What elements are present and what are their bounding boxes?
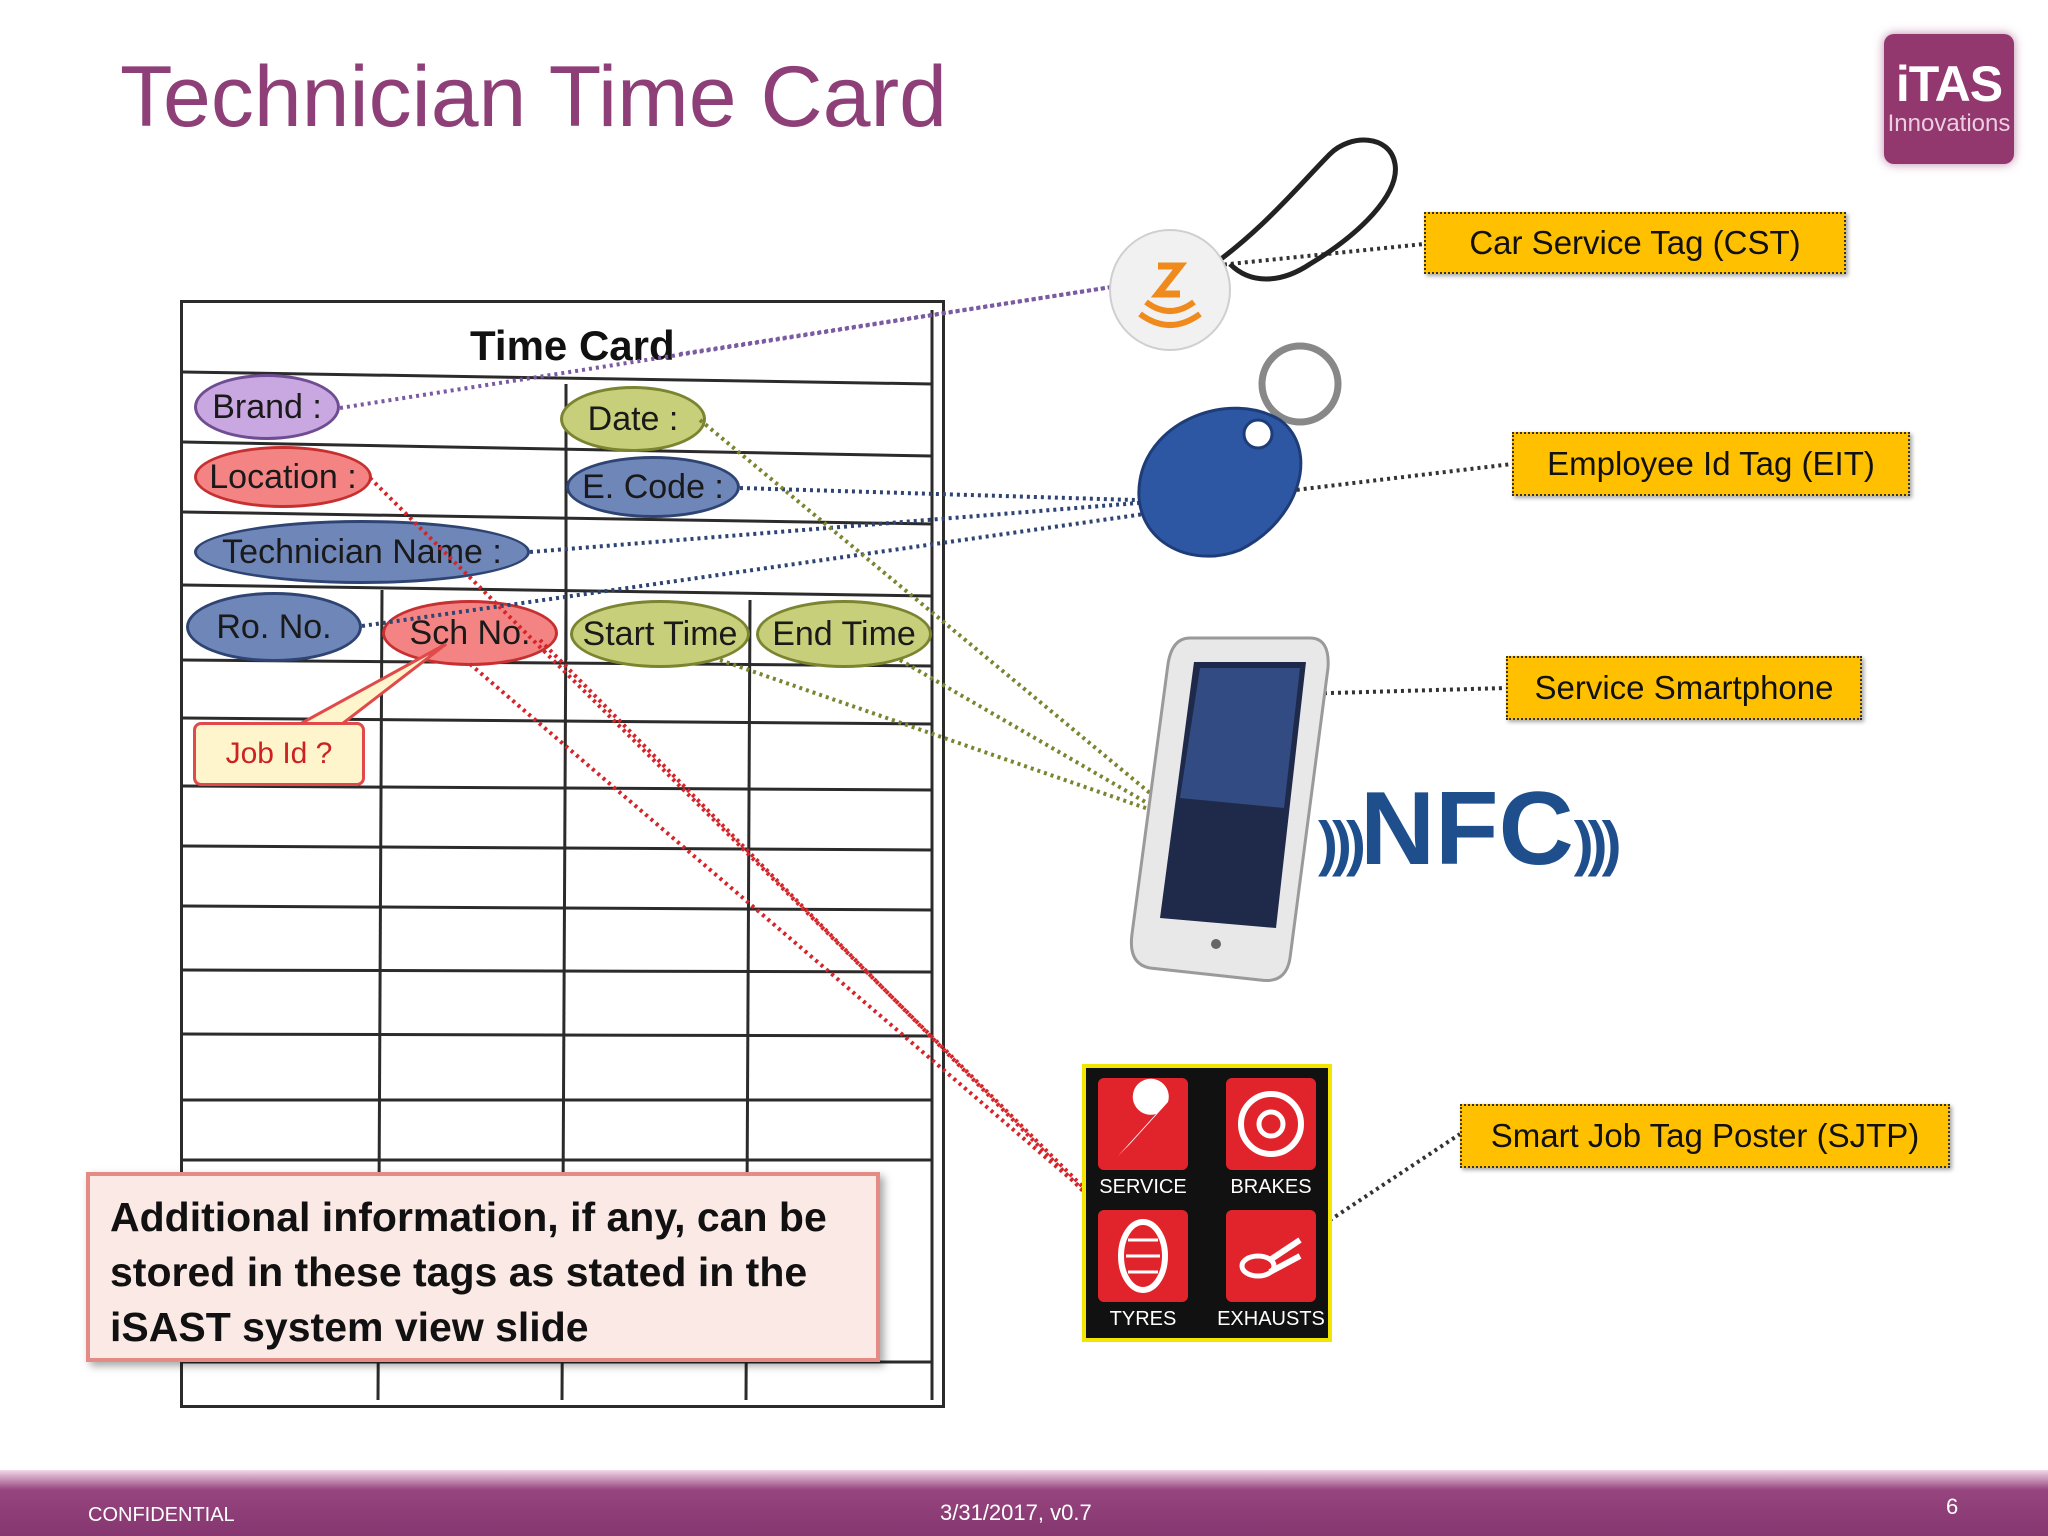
- brake-disc-icon: [1238, 1091, 1304, 1157]
- footer-date-version: 3/31/2017, v0.7: [940, 1500, 1092, 1525]
- smart-job-tag-poster: SERVICE BRAKES TYRES EXHAUSTS: [1082, 1064, 1332, 1342]
- exhausts-tile: [1226, 1210, 1316, 1302]
- location-field: Location :: [194, 446, 372, 508]
- service-tile: [1098, 1078, 1188, 1170]
- itas-logo: iTAS Innovations: [1884, 34, 2014, 164]
- sjtp-label: Smart Job Tag Poster (SJTP): [1460, 1104, 1950, 1168]
- wrench-icon: [1118, 1078, 1169, 1156]
- ro-no-field: Ro. No.: [186, 592, 362, 662]
- car-service-tag-icon: [1109, 137, 1398, 351]
- smartphone-label: Service Smartphone: [1506, 656, 1862, 720]
- logo-text: iTAS: [1895, 56, 2003, 112]
- nfc-text: )))NFC))): [1318, 771, 1622, 887]
- exhaust-icon: [1239, 1237, 1302, 1279]
- start-time-field: Start Time: [570, 600, 750, 668]
- exhausts-caption: EXHAUSTS: [1217, 1308, 1325, 1330]
- page-number: 6: [1946, 1494, 1959, 1519]
- slide-title: Technician Time Card: [120, 49, 947, 145]
- eit-label: Employee Id Tag (EIT): [1512, 432, 1910, 496]
- tyres-tile: [1098, 1210, 1188, 1302]
- time-card-heading: Time Card: [470, 322, 675, 369]
- additional-info-note: Additional information, if any, can be s…: [86, 1172, 880, 1362]
- cst-label: Car Service Tag (CST): [1424, 212, 1846, 274]
- ecode-field: E. Code :: [566, 456, 740, 518]
- tyres-caption: TYRES: [1109, 1308, 1177, 1330]
- job-id-callout: Job Id ?: [193, 722, 365, 786]
- sch-no-field: Sch No.: [382, 600, 558, 666]
- brakes-caption: BRAKES: [1230, 1176, 1312, 1198]
- footer-confidential: CONFIDENTIAL: [88, 1504, 235, 1526]
- smartphone-icon: [1129, 636, 1330, 983]
- employee-id-fob-icon: [1137, 342, 1342, 558]
- brakes-tile: [1226, 1078, 1316, 1170]
- date-field: Date :: [560, 386, 706, 452]
- tyre-icon: [1118, 1219, 1168, 1293]
- technician-name-field: Technician Name :: [194, 520, 530, 584]
- service-caption: SERVICE: [1099, 1176, 1187, 1198]
- end-time-field: End Time: [756, 600, 932, 668]
- footer-bar: [0, 1470, 2048, 1536]
- brand-field: Brand :: [194, 374, 340, 440]
- nfc-label: NFC: [1359, 771, 1574, 887]
- logo-subtext: Innovations: [1887, 110, 2011, 137]
